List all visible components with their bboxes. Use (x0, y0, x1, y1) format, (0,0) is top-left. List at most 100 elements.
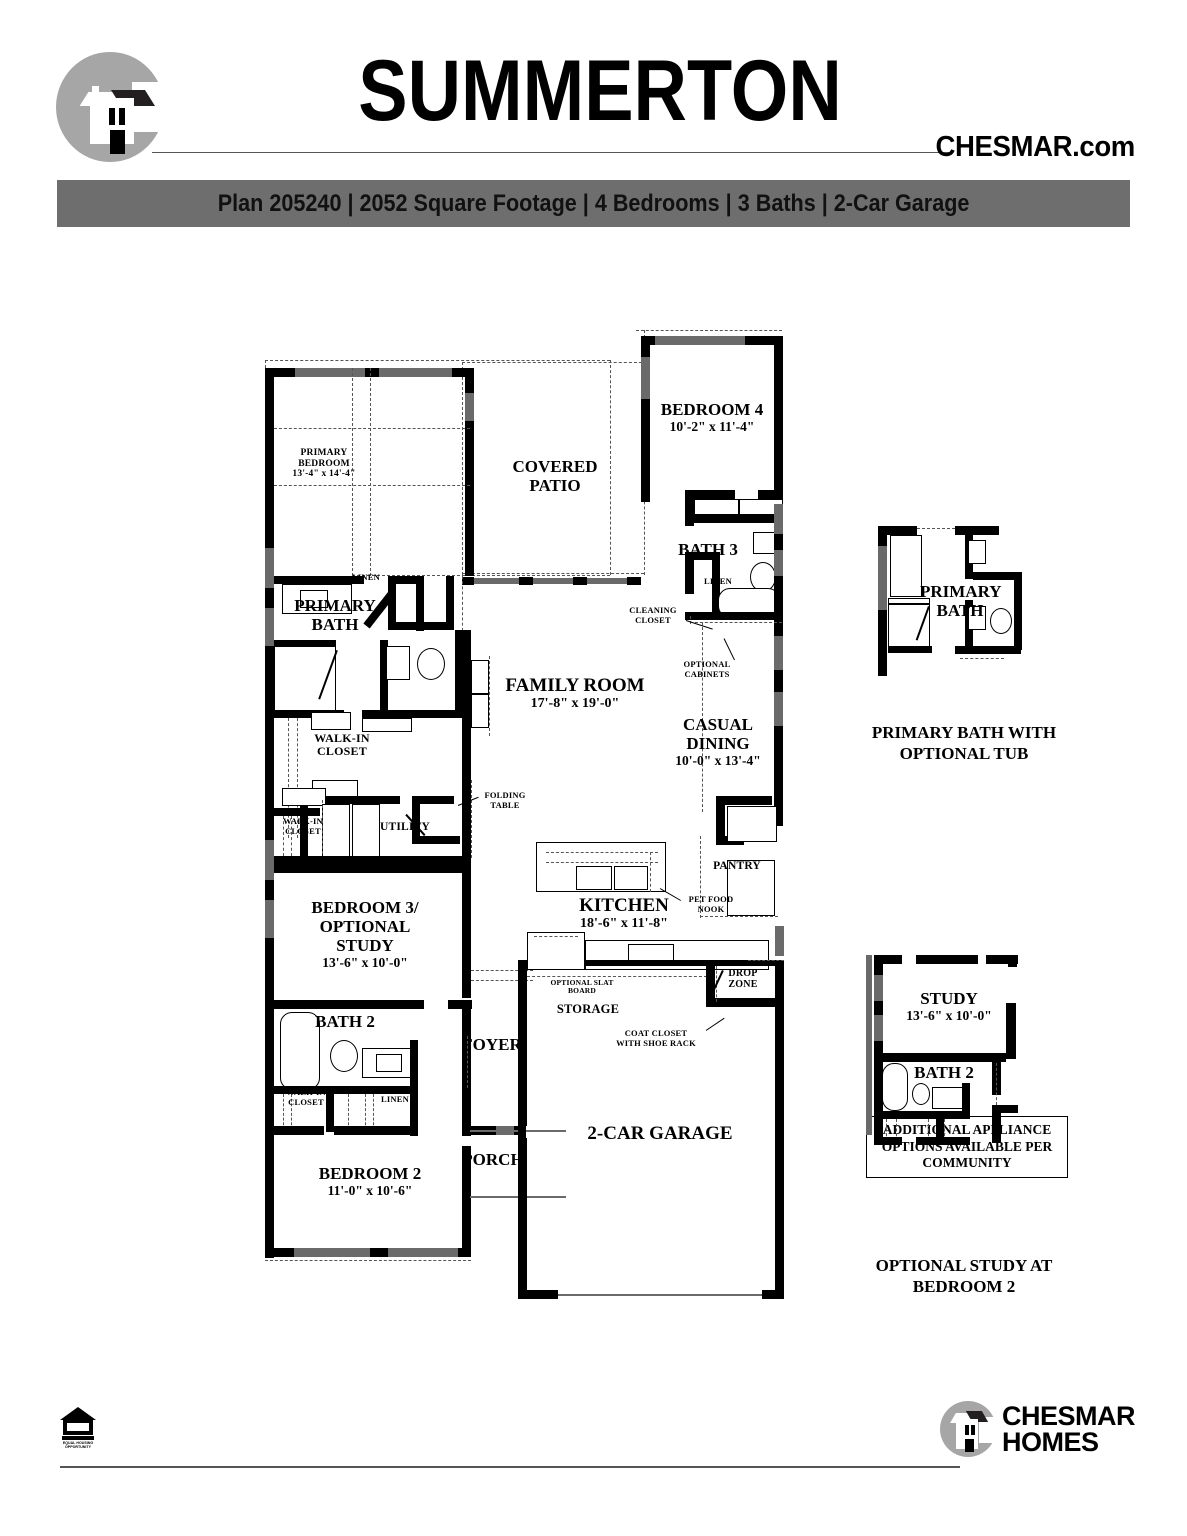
room-label-primary-bedroom: PRIMARY BEDROOM 13'-4" x 14'-4" (276, 448, 372, 480)
label-line-2: BATH (936, 601, 984, 621)
leader-coat-closet (705, 1017, 725, 1031)
label-dimension: 10'-2" x 11'-4" (669, 419, 755, 435)
label-line-1: BATH 3 (678, 540, 738, 559)
label-dimension: 13'-6" x 10'-0" (322, 955, 408, 971)
wall-bed3-bottom-b (448, 1000, 472, 1009)
room-label-bedroom2: BEDROOM 2 11'-0" x 10'-6" (290, 1164, 450, 1198)
label-line-2: CLOSET (285, 825, 321, 836)
label-line-3: STUDY (336, 936, 394, 956)
website-url[interactable]: CHESMAR.com (935, 131, 1136, 163)
study-wall-right (1006, 1003, 1016, 1059)
dashed-optcab-left (690, 616, 691, 624)
wall-dropzone-bottom-b (746, 998, 784, 1007)
label-line-1: PRIMARY (300, 448, 348, 458)
label-dimension: 13'-4" x 14'-4" (292, 469, 356, 480)
study-dashed-closet-b (896, 1119, 897, 1141)
label-dimension: 10'-0" x 13'-4" (675, 753, 761, 769)
footer-logo-notch (978, 1417, 997, 1443)
dashed-pet-nook (650, 852, 651, 892)
label-line-2: WITH SHOE RACK (616, 1037, 696, 1048)
wall-top-right-stub (452, 368, 474, 377)
dashed-hall-right (700, 836, 701, 918)
dashed-pbath-right (462, 576, 463, 636)
dashed-optional-cabinets (690, 622, 782, 623)
window-bedroom4-top (655, 336, 745, 345)
label-line-1: OPTIONAL SLAT (550, 978, 614, 987)
appliance-note-text: ADDITIONAL APPLIANCE OPTIONS AVAILABLE P… (881, 1121, 1053, 1171)
label-coat-closet: COAT CLOSET WITH SHOE RACK (604, 1028, 708, 1048)
label-linen-bath3: LINEN (696, 576, 740, 587)
wall-garage-left-upper (518, 960, 527, 1126)
opt-shower (888, 604, 930, 648)
label-line-1: KITCHEN (579, 895, 669, 916)
wall-bed2-bottom-b (458, 1248, 471, 1257)
study-wall-top-right (1008, 955, 1017, 967)
wall-bath3-top-right (758, 490, 783, 499)
wall-right-mid-a (774, 534, 783, 550)
label-line-2: NOOK (697, 903, 725, 914)
opt-wall-left-a (878, 526, 887, 546)
logo-house-icon (79, 78, 155, 154)
room-label-porch: PORCH (450, 1150, 536, 1169)
label-dimension: 11'-0" x 10'-6" (327, 1183, 413, 1199)
dashed-bed2-outline (265, 1260, 471, 1261)
window-right-dining-b (774, 692, 783, 726)
dashed-pbr-1 (352, 368, 353, 576)
footer-c-house-icon (939, 1401, 997, 1457)
patio-slider-1 (474, 578, 519, 584)
eho-bar (62, 1436, 94, 1440)
logo-door (110, 130, 125, 154)
label-text: UTILITY (380, 821, 430, 833)
label-line-1: PRIMARY (920, 582, 1002, 601)
wall-dropzone-left (706, 960, 715, 1006)
eho-text: EQUAL HOUSING OPPORTUNITY (62, 1441, 94, 1449)
footer-brand-line-1: CHESMAR (1001, 1400, 1136, 1431)
wall-bed4-top-b (745, 336, 783, 345)
wall-garage-right (775, 960, 784, 1298)
dashed-patio-upper (462, 362, 642, 363)
dashed-pbr-2 (370, 368, 371, 576)
wall-bed2-right-stub (462, 1126, 471, 1136)
label-line-2: ZONE (728, 979, 758, 991)
room-label-primary-bath: PRIMARY BATH (285, 596, 385, 634)
room-label-bath2: BATH 2 (300, 1012, 390, 1031)
study-dashed-closet-a (886, 1119, 887, 1141)
dashed-wic2-b (291, 1094, 292, 1130)
label-walkin-closet-primary: WALK-IN CLOSET (301, 731, 383, 759)
dashed-island-b (546, 862, 658, 863)
dashed-linen2-a (365, 1094, 366, 1130)
study-wall-bot-b (916, 1137, 970, 1145)
dashed-wic2-c (348, 1094, 349, 1130)
study-room-label: STUDY 13'-6" x 10'-0" (904, 989, 994, 1023)
label-line-1: PRIMARY (294, 596, 376, 615)
option-study-drawing: STUDY 13'-6" x 10'-0" BATH 2 (856, 945, 1076, 1175)
study-bath-wall-bottom (874, 1111, 970, 1119)
study-wall-left-c (874, 1041, 883, 1145)
wall-exterior-left-lower (265, 938, 274, 1258)
garage-door-opening (558, 1294, 770, 1296)
label-line-1: DROP (728, 968, 758, 979)
label-line-2: PATIO (529, 476, 581, 496)
dashed-niche (489, 656, 490, 736)
sink-kitchen (576, 866, 612, 890)
label-line-2: BOARD (567, 986, 597, 996)
toilet-primary (417, 648, 445, 680)
header-divider (152, 152, 952, 153)
study-dashed-closet-d (944, 1119, 945, 1141)
study-window-left (866, 955, 872, 1135)
wall-pbath-right-a (446, 576, 454, 596)
toilet-bath2 (330, 1040, 358, 1072)
wall-exterior-left-b (265, 646, 274, 840)
dishwasher (614, 866, 648, 890)
wall-top-left-stub (265, 368, 295, 377)
wall-linen-bath3-right (712, 552, 720, 582)
wall-wc-left (380, 640, 388, 712)
footer-window-left (964, 1425, 969, 1435)
closet-shelf-pwic-b (362, 718, 412, 732)
dashed-bed3-door-b (471, 980, 533, 981)
window-left-bed3-b (265, 900, 274, 938)
label-dimension: 17'-8" x 19'-0" (530, 696, 620, 712)
dashed-patio-bottom (462, 573, 644, 574)
niche-b (471, 694, 489, 728)
opt-toilet (990, 608, 1012, 634)
